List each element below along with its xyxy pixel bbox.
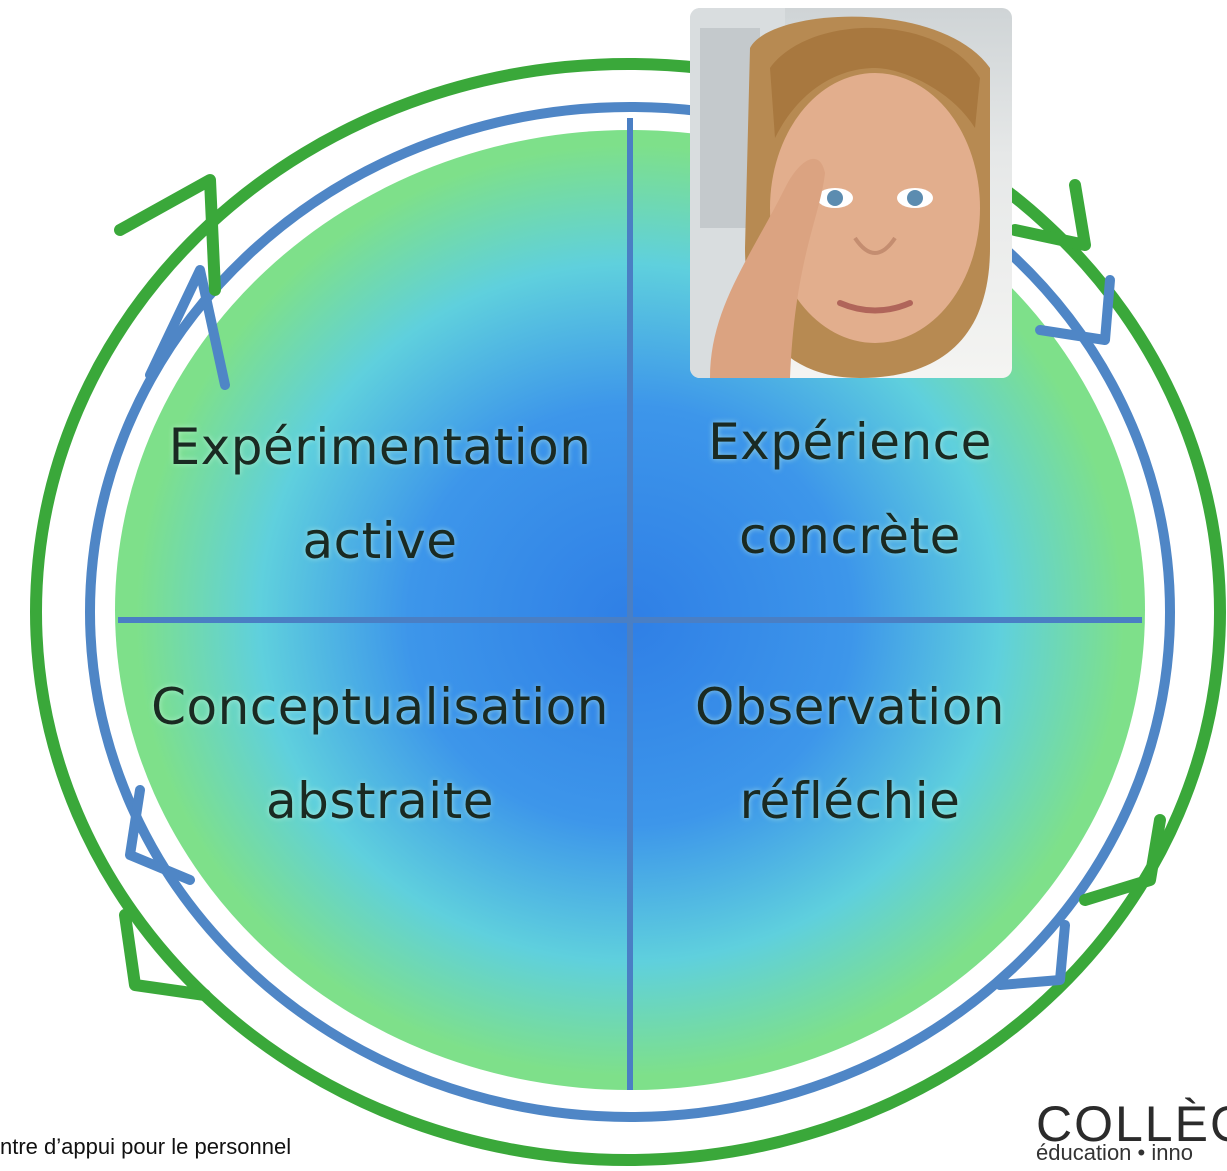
label-line-1: Observation [695,678,1005,736]
quadrant-label-concrete-experience: Expérience concrète [620,395,1080,583]
quadrant-label-abstract-conceptualization: Conceptualisation abstraite [130,660,630,848]
college-logo-tagline: éducation • inno [1036,1140,1193,1165]
label-line-1: Expérimentation [168,418,592,476]
footer-text: ntre d’appui pour le personnel [0,1134,292,1159]
label-line-1: Expérience [708,413,992,471]
inner-cycle-ring [85,102,1175,1122]
label-line-2: réfléchie [739,772,961,830]
portrait-photo [690,8,1012,378]
label-line-2: abstraite [266,772,494,830]
label-line-2: active [302,512,458,570]
quadrant-label-reflective-observation: Observation réfléchie [620,660,1080,848]
cycle-arrow-icon [114,174,1166,1001]
college-logo-wordmark: COLLÈGE [1036,1096,1227,1152]
quadrant-label-active-experimentation: Expérimentation active [130,400,630,588]
label-line-1: Conceptualisation [151,678,609,736]
label-line-2: concrète [739,507,961,565]
outer-cycle-ring [30,58,1226,1166]
